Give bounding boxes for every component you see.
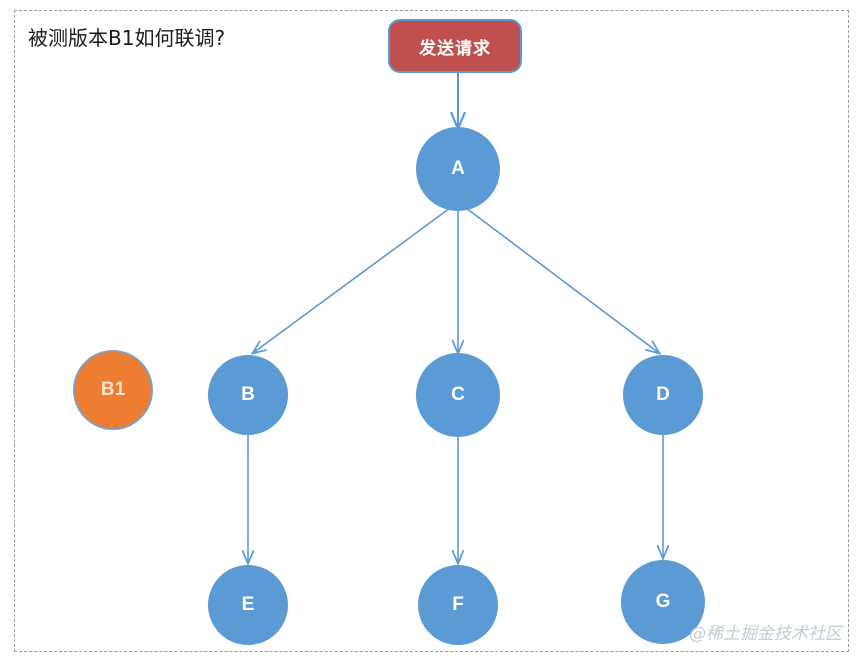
page-title: 被测版本B1如何联调?	[28, 26, 226, 50]
node-a[interactable]: A	[416, 127, 500, 211]
edge-a-to-b	[253, 207, 451, 353]
edge-a-to-d	[465, 207, 659, 353]
node-f-label: F	[452, 594, 464, 615]
node-a-label: A	[451, 158, 465, 179]
node-g-label: G	[655, 591, 671, 612]
node-send-request[interactable]: 发送请求	[388, 19, 522, 73]
node-b[interactable]: B	[208, 355, 288, 435]
watermark-text: @稀土掘金技术社区	[689, 624, 842, 644]
node-c[interactable]: C	[416, 353, 500, 437]
node-d-label: D	[656, 384, 670, 405]
node-b1-label: B1	[100, 379, 126, 400]
node-d[interactable]: D	[623, 355, 703, 435]
node-f[interactable]: F	[418, 565, 498, 645]
node-b1[interactable]: B1	[73, 350, 153, 430]
node-e[interactable]: E	[208, 565, 288, 645]
node-e-label: E	[241, 594, 255, 615]
node-send-request-label: 发送请求	[419, 38, 491, 59]
node-c-label: C	[451, 384, 465, 405]
node-b-label: B	[241, 384, 255, 405]
